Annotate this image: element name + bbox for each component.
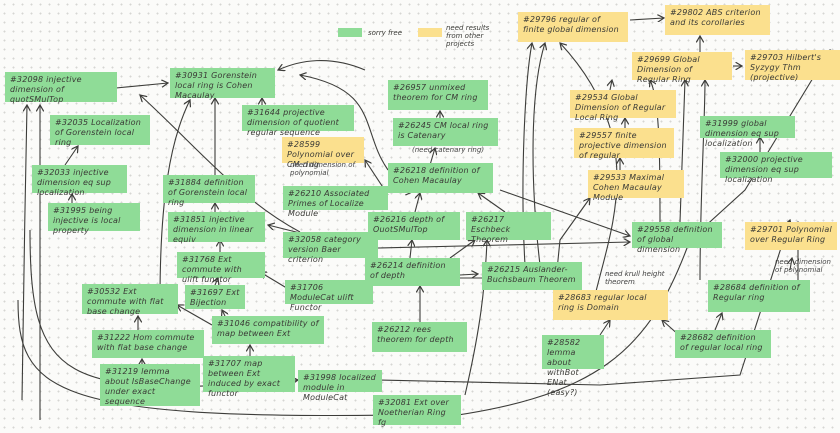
note-26245: (need catenary ring) [412, 146, 485, 154]
legend-need-results: need results from other projects [446, 24, 490, 48]
legend-sorry-free: sorry free [368, 29, 403, 37]
node-31222: #31222 Hom commute with flat base change [92, 330, 204, 358]
node-31995: #31995 being injective is local property [48, 203, 140, 235]
node-32000: #32000 projective dimension eq sup local… [720, 152, 832, 184]
node-31697: #31697 Ext Bijection [185, 285, 245, 309]
node-28684: #28684 definition of Regular ring [708, 280, 810, 312]
note-28599: need dimension of polynomial [290, 161, 355, 177]
legend-swatch-yellow [418, 28, 442, 37]
node-26216: #26216 depth of QuotSMulTop [368, 212, 460, 240]
legend-swatch-green [338, 28, 362, 37]
node-32033: #32033 injective dimension eq sup locali… [32, 165, 127, 197]
note-29701: need dimension of polynomial [775, 258, 831, 274]
node-31644: #31644 projective dimension of quotient … [242, 105, 354, 137]
node-29796: #29796 regular of finite global dimensio… [518, 12, 628, 42]
node-26957: #26957 unmixed theorem for CM ring [388, 80, 488, 110]
node-30931: #30931 Gorenstein local ring is Cohen Ma… [170, 68, 275, 100]
node-31706: #31706 ModuleCat ulift Functor [285, 280, 373, 312]
node-28599: #28599 Polynomial over CM ring [282, 137, 364, 169]
node-29802: #29802 ABS criterion and its corollaries [665, 5, 770, 35]
node-31999: #31999 global dimension eq sup localizat… [700, 116, 795, 148]
node-31046: #31046 compatibility of map between Ext [212, 316, 324, 344]
node-30532: #30532 Ext commute with flat base change [82, 284, 178, 316]
node-29699: #29699 Global Dimension of Regular Ring [632, 52, 732, 84]
node-31707: #31707 map between Ext induced by exact … [203, 356, 295, 398]
node-32081: #32081 Ext over Noetherian Ring fg [373, 395, 461, 427]
node-29557: #29557 finite projective dimension of re… [574, 128, 674, 160]
node-26210: #26210 Associated Primes of Localize Mod… [283, 186, 388, 218]
node-26217: #26217 Eschbeck Theorem [466, 212, 551, 244]
node-31884: #31884 definition of Gorenstein local ri… [163, 175, 255, 207]
node-28683: #28683 regular local ring is Domain [553, 290, 668, 320]
note-28683: need krull height theorem [605, 270, 665, 286]
node-32098: #32098 injective dimension of quotSMulTo… [5, 72, 117, 104]
node-29533: #29533 Maximal Cohen Macaulay Module [588, 170, 684, 202]
node-26245: #26245 CM local ring is Catenary [393, 118, 498, 146]
node-26218: #26218 definition of Cohen Macaulay [388, 163, 493, 193]
node-32058: #32058 category version Baer criterion [283, 232, 378, 264]
node-28682: #28682 definition of regular local ring [675, 330, 771, 358]
node-31998: #31998 localized module in ModuleCat [298, 370, 382, 402]
node-29701: #29701 Polynomial over Regular Ring [745, 222, 837, 250]
node-28582: #28582 lemma about withBot ENat (easy?) [542, 335, 604, 397]
node-29703: #29703 Hilbert's Syzygy Thm (projective) [745, 50, 840, 82]
node-31768: #31768 Ext commute with ulift functor [177, 252, 265, 284]
node-29534: #29534 Global Dimension of Regular Local… [570, 90, 676, 122]
node-31851: #31851 injective dimension in linear equ… [168, 212, 265, 244]
node-31219: #31219 lemma about IsBaseChange under ex… [100, 364, 200, 406]
node-32035: #32035 Localization of Gorenstein local … [50, 115, 150, 147]
node-26212: #26212 rees theorem for depth [372, 322, 467, 352]
node-29558: #29558 definition of global dimension [632, 222, 722, 254]
node-26214: #26214 definition of depth [365, 258, 460, 286]
node-26215: #26215 Auslander-Buchsbaum Theorem [482, 262, 582, 290]
